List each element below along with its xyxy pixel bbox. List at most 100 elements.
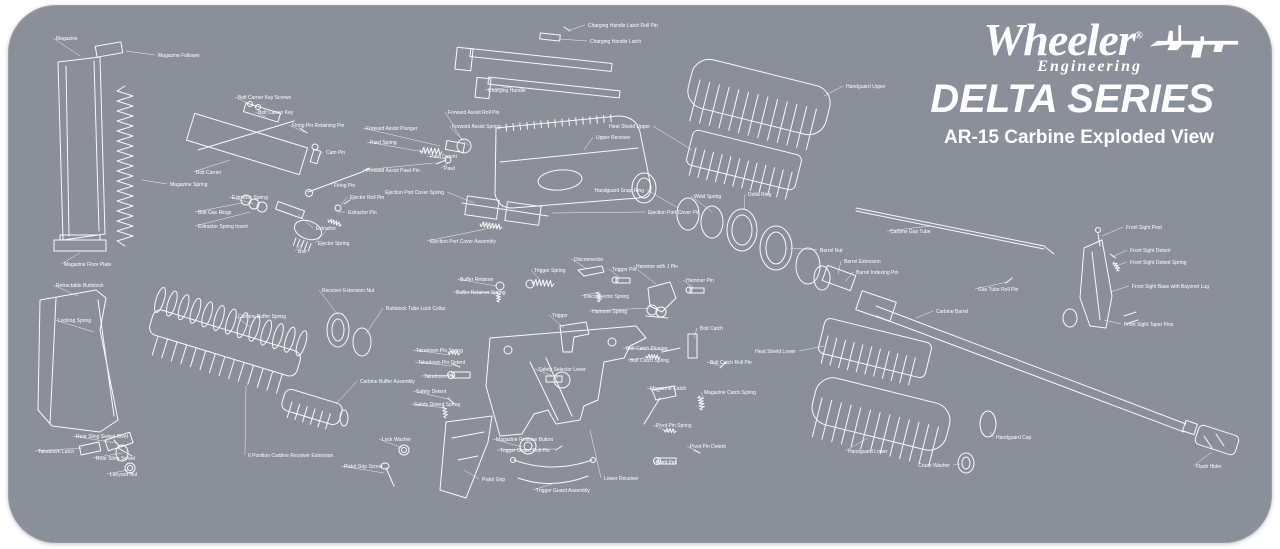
part-shape [795,247,821,285]
part-shape [657,457,677,465]
leader-line [192,159,231,173]
part-shape [811,397,823,438]
part-label: Buffer Retainer Spring [456,290,506,296]
leader-line [706,361,723,367]
part-shape [718,86,730,129]
part-shape [631,172,657,204]
part-shape [444,140,466,153]
leader-line [294,239,307,252]
leader-line [492,438,523,448]
leader-line [366,141,425,153]
part-shape [529,361,559,421]
part-shape [767,167,776,196]
part-shape [758,164,767,194]
part-shape [547,119,549,128]
part-label: Bolt Catch Plunger [626,346,668,352]
part-label: Ejection Port Cover Assembly [430,239,496,245]
part-label: Ejector Roll Pin [350,195,384,201]
part-shape [1112,261,1120,272]
leader-line [534,368,559,379]
leader-line [548,314,565,329]
part-label: Takedown Pin [424,374,455,380]
part-shape [805,108,817,151]
leader-line [426,155,447,160]
part-shape [864,346,873,375]
leader-line [297,213,314,229]
part-shape [646,304,658,316]
part-shape [818,318,932,378]
engineering-text: Engineering [1037,58,1142,75]
part-label: Takedown Pin Spring [416,348,463,354]
leader-line [362,162,435,171]
part-shape [559,321,590,353]
part-shape [78,441,102,456]
part-shape [686,129,802,191]
part-shape [309,148,322,165]
part-label: Bolt Carrier Key Screws [238,95,292,101]
leader-line [314,225,331,244]
part-label: Lower Receiver [604,476,639,482]
part-label: Ejection Port Cover Spring [385,190,444,196]
part-label: Retractable Buttstock [56,283,104,289]
leader-line [569,24,586,31]
part-shape [170,341,178,362]
leader-line [646,387,661,393]
part-shape [295,330,308,357]
part-shape [732,158,741,187]
part-label: Heat Shield Lower [755,349,796,355]
part-shape [899,355,908,384]
part-shape [590,457,596,463]
part-shape [611,276,619,284]
leader-line [693,327,698,339]
part-label: Bolt [298,249,307,255]
leader-line [1109,285,1130,293]
part-shape [767,98,779,141]
part-shape [603,115,605,123]
leader-line [844,271,854,283]
part-shape [380,462,390,470]
part-label: Firing Pin Retaining Pin [292,123,344,129]
part-shape [149,309,301,377]
part-shape [495,281,505,291]
part-shape [908,421,920,462]
part-shape [504,201,542,226]
part-label: Bolt Catch [700,326,723,332]
leader-line [463,469,480,480]
part-shape [1062,308,1078,328]
part-shape [731,214,753,246]
part-shape [519,122,522,131]
part-shape [749,162,758,191]
leader-line [92,452,123,459]
part-label: Lock Washer [382,437,411,443]
part-label: Front Sight Detent Spring [1130,260,1187,266]
leader-line [194,202,243,213]
part-label: Handguard Snap Ring [595,188,645,194]
leader-line [652,125,693,151]
part-label: Handguard Lower [848,449,888,455]
part-shape [247,101,253,107]
part-label: Handguard Upper [846,84,886,90]
part-shape [311,143,319,151]
part-label: Pawl Spring [370,140,397,146]
part-shape [161,338,169,359]
part-label: Heat Shield Upper [609,124,650,130]
leader-line [1115,261,1128,267]
part-label: Forward Assist Plunger [366,126,418,132]
gun-mat [8,5,1272,543]
leader-line [412,390,449,400]
part-shape [539,32,561,42]
part-shape [870,412,881,452]
part-label: Front Sight Detent [1130,248,1171,254]
leader-line [330,181,333,186]
part-shape [875,305,1187,425]
part-shape [248,198,260,210]
part-shape [829,337,838,366]
part-shape [304,241,308,251]
part-shape [361,167,371,173]
leader-line [484,86,513,91]
leader-line [194,211,251,227]
part-shape [784,171,793,200]
leader-line [646,189,679,209]
leader-line [1103,319,1122,325]
leader-line [686,445,699,453]
